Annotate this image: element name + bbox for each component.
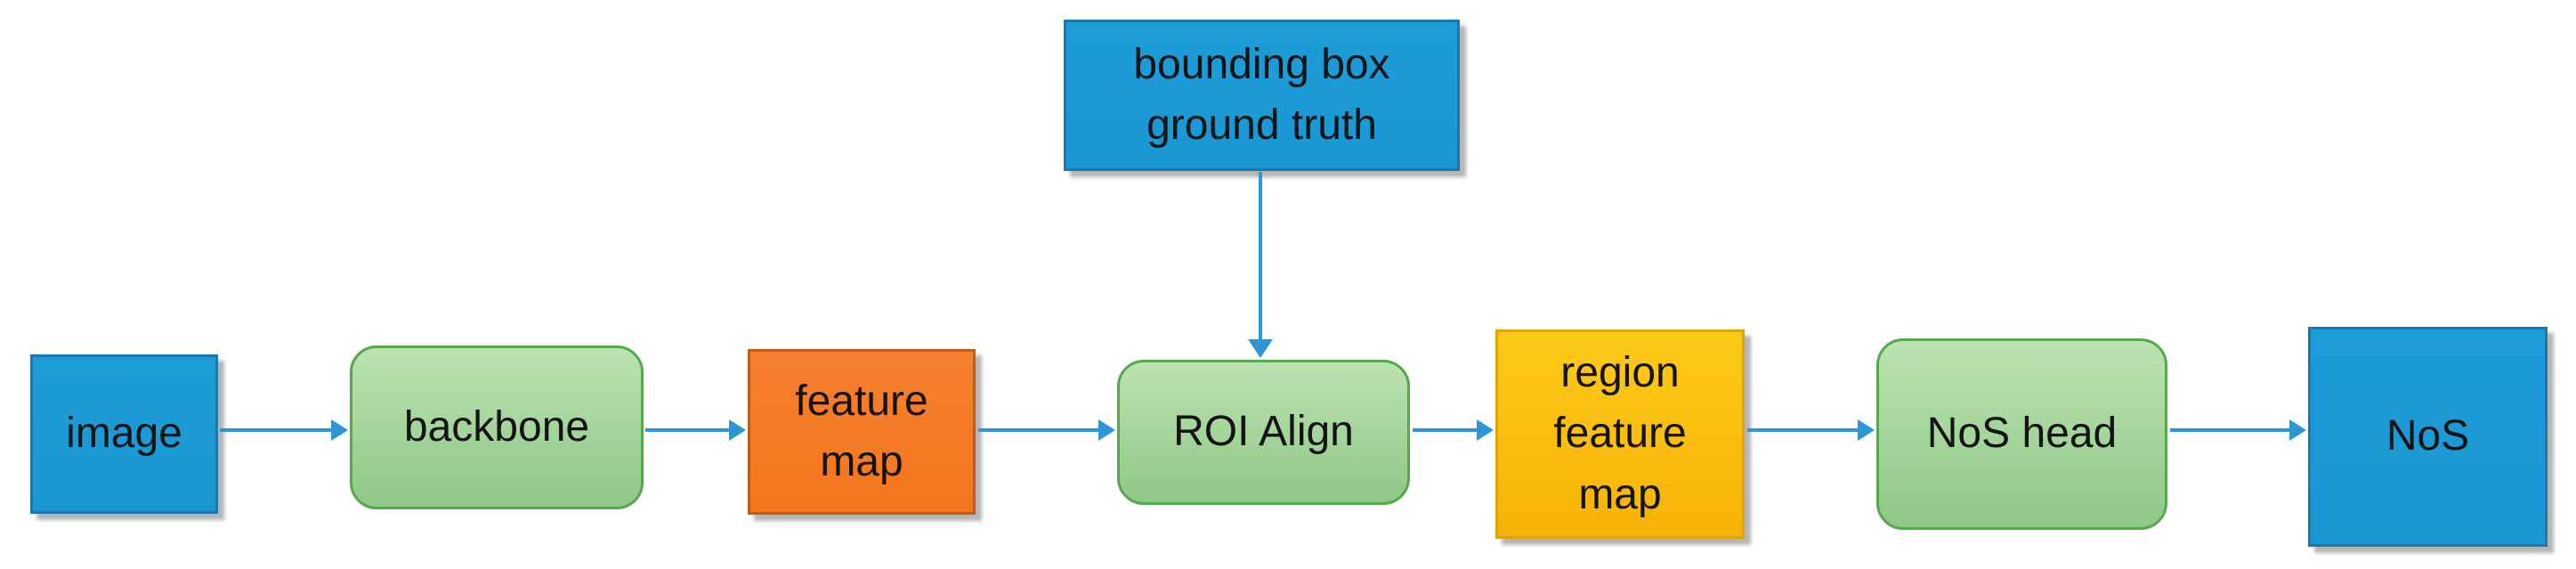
arrow-shaft <box>220 428 332 432</box>
arrow-shaft <box>645 428 730 432</box>
node-feature-map: feature map <box>748 349 976 515</box>
arrow-shaft <box>1259 172 1262 340</box>
arrowhead-right-icon <box>331 419 348 441</box>
arrow-nos-head-to-nos <box>2170 419 2306 441</box>
arrow-shaft <box>978 428 1099 432</box>
node-image: image <box>30 354 218 514</box>
arrowhead-right-icon <box>1858 419 1875 441</box>
arrow-bounding-box-ground-truth-to-roi-align <box>1248 172 1273 358</box>
arrow-shaft <box>1747 428 1859 432</box>
arrowhead-right-icon <box>2289 419 2306 441</box>
arrowhead-down-icon <box>1248 339 1273 358</box>
node-roi-align: ROI Align <box>1117 360 1410 505</box>
arrow-shaft <box>1413 428 1478 432</box>
node-nos-head: NoS head <box>1876 338 2167 530</box>
arrowhead-right-icon <box>1098 419 1115 441</box>
node-region-feature-map: region feature map <box>1495 329 1745 539</box>
node-bounding-box-ground-truth: bounding box ground truth <box>1064 20 1460 171</box>
arrowhead-right-icon <box>729 419 746 441</box>
arrow-shaft <box>2170 428 2290 432</box>
node-backbone: backbone <box>350 345 644 509</box>
arrowhead-right-icon <box>1477 419 1494 441</box>
arrow-roi-align-to-region-feature-map <box>1413 419 1494 441</box>
arrow-feature-map-to-roi-align <box>978 419 1115 441</box>
arrow-region-feature-map-to-nos-head <box>1747 419 1875 441</box>
node-nos: NoS <box>2308 327 2548 547</box>
arrow-image-to-backbone <box>220 419 348 441</box>
arrow-backbone-to-feature-map <box>645 419 746 441</box>
